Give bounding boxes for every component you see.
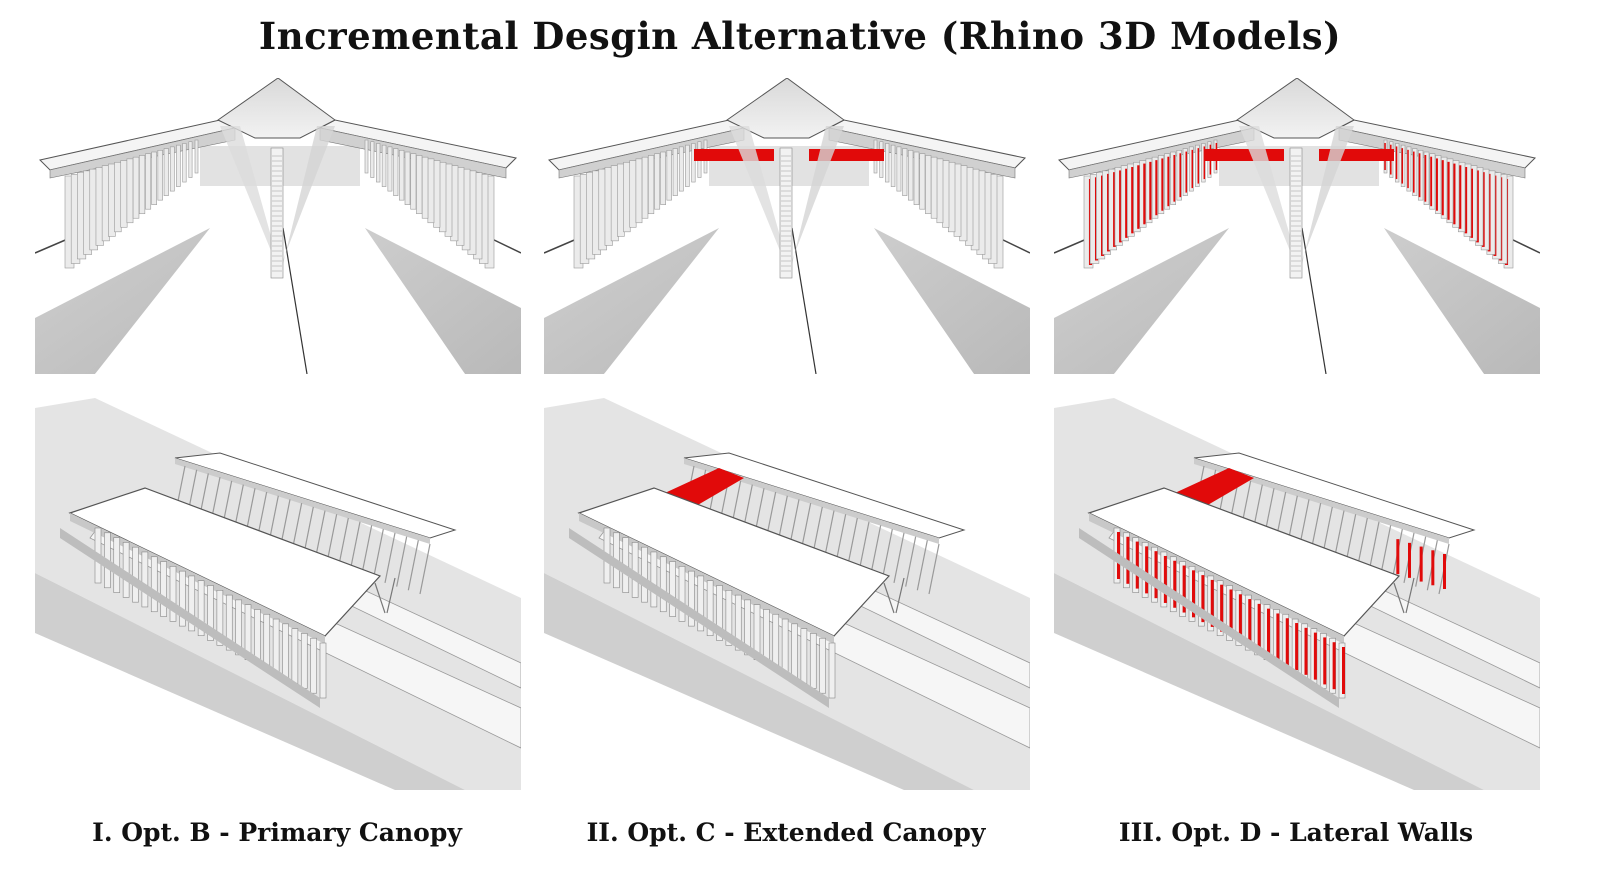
- aerial-view-opt-b: [35, 398, 521, 790]
- front-render: [35, 78, 521, 374]
- aerial-render: [35, 398, 521, 790]
- caption-opt-c: II. Opt. C - Extended Canopy: [586, 818, 986, 847]
- front-render: [544, 78, 1030, 374]
- aerial-view-opt-c: [544, 398, 1030, 790]
- aerial-render: [1054, 398, 1540, 790]
- front-view-opt-d: [1054, 78, 1540, 374]
- front-view-opt-c: [544, 78, 1030, 374]
- aerial-render: [544, 398, 1030, 790]
- caption-opt-b: I. Opt. B - Primary Canopy: [92, 818, 462, 847]
- aerial-view-opt-d: [1054, 398, 1540, 790]
- front-render: [1054, 78, 1540, 374]
- figure-title: Incremental Desgin Alternative (Rhino 3D…: [258, 14, 1342, 58]
- front-view-opt-b: [35, 78, 521, 374]
- caption-opt-d: III. Opt. D - Lateral Walls: [1118, 818, 1474, 847]
